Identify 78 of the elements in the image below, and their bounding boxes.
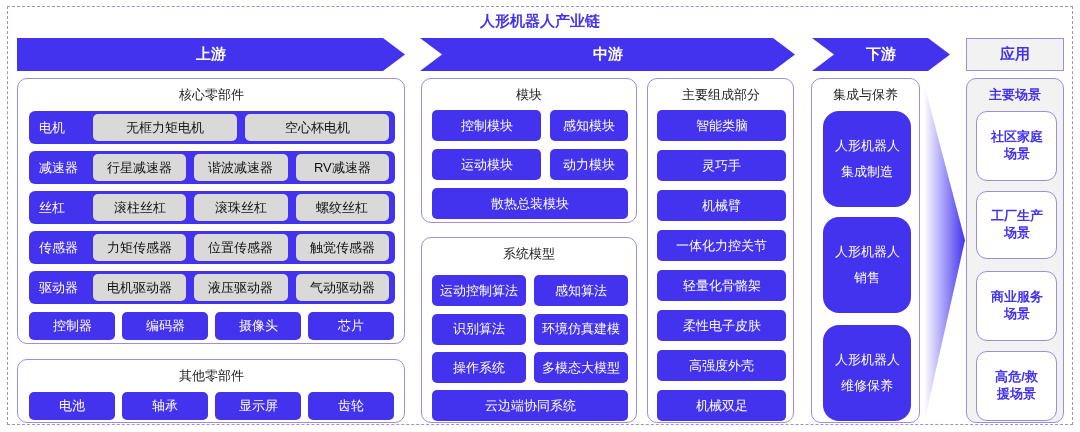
item-box: 一体化力控关节 (657, 230, 786, 261)
item-box: 编码器 (122, 312, 208, 340)
item-box: 灵巧手 (657, 150, 786, 181)
item-box: 摄像头 (215, 312, 301, 340)
item-box: 操作系统 (432, 352, 526, 383)
item-box: 位置传感器 (194, 234, 288, 261)
item-box: 动力模块 (550, 149, 628, 180)
item-box: 螺纹丝杠 (295, 194, 389, 221)
group-panel (647, 78, 794, 423)
item-box: 电机驱动器 (93, 274, 187, 301)
group-panel (421, 78, 637, 223)
item-box: 齿轮 (308, 392, 394, 420)
group-panel (17, 78, 405, 344)
item-box: 环境仿真建模 (534, 313, 628, 345)
row-label: 驱动器 (39, 279, 78, 297)
row-label: 减速器 (39, 159, 78, 177)
component-row (29, 151, 395, 184)
panel-heading: 主要场景 (988, 87, 1042, 104)
item-box: 空心杯电机 (245, 114, 389, 141)
item-box: 电池 (29, 392, 115, 420)
item-box: 感知模块 (550, 110, 628, 141)
item-box: 液压驱动器 (194, 274, 288, 301)
row-label: 丝杠 (39, 199, 65, 217)
item-box: 多模态大模型 (534, 352, 628, 383)
item-box: 滚柱丝杠 (93, 194, 187, 221)
item-box: 行星减速器 (93, 154, 187, 181)
scene-card: 工厂生产场景 (976, 191, 1057, 259)
item-box: 高强度外壳 (657, 350, 786, 381)
item-box: 轴承 (122, 392, 208, 420)
stage-banner: 应用 (966, 38, 1064, 71)
group-panel (811, 78, 920, 423)
item-box: 云边端协同系统 (432, 390, 628, 421)
item-box: 机械臂 (657, 190, 786, 221)
item-box: RV减速器 (295, 154, 389, 181)
panel-heading: 主要组成部分 (680, 87, 761, 104)
component-row (29, 231, 395, 264)
item-box: 运动控制算法 (432, 275, 526, 306)
panel-heading: 其他零部件 (177, 368, 245, 385)
component-row (29, 271, 395, 304)
stage-banner: 上游 (17, 38, 405, 71)
scene-card: 商业服务场景 (976, 271, 1057, 341)
stage-banner: 中游 (420, 38, 795, 71)
panel-heading: 系统模型 (502, 246, 556, 263)
item-box: 感知算法 (534, 275, 628, 306)
item-box: 散热总装模块 (432, 188, 628, 219)
component-row (29, 191, 395, 224)
component-row (29, 111, 395, 144)
item-box: 智能类脑 (657, 110, 786, 141)
panel-heading: 模块 (515, 87, 543, 104)
item-box: 人形机器人维修保养 (823, 325, 911, 421)
group-panel (966, 78, 1064, 423)
panel-heading: 集成与保养 (832, 87, 899, 104)
item-box: 触觉传感器 (295, 234, 389, 261)
item-box: 识别算法 (432, 313, 526, 345)
title: 人形机器人产业链 (479, 12, 601, 31)
stage-banner: 下游 (812, 38, 950, 71)
row-label: 电机 (39, 119, 65, 137)
group-panel (17, 359, 405, 423)
item-box: 轻量化骨骼架 (657, 270, 786, 301)
item-box: 控制模块 (432, 110, 541, 141)
group-panel (421, 237, 637, 423)
item-box: 谐波减速器 (194, 154, 288, 181)
item-box: 滚珠丝杠 (194, 194, 288, 221)
item-box: 无框力矩电机 (93, 114, 237, 141)
item-box: 显示屏 (215, 392, 301, 420)
item-box: 柔性电子皮肤 (657, 310, 786, 341)
item-box: 力矩传感器 (93, 234, 187, 261)
row-label: 传感器 (39, 239, 78, 257)
item-box: 机械双足 (657, 390, 786, 421)
item-box: 气动驱动器 (295, 274, 389, 301)
item-box: 人形机器人集成制造 (823, 111, 911, 207)
panel-heading: 核心零部件 (177, 87, 245, 104)
item-box: 运动模块 (432, 149, 541, 180)
scene-card: 高危/救援场景 (976, 351, 1057, 421)
item-box: 人形机器人销售 (823, 217, 911, 313)
item-box: 控制器 (29, 312, 115, 340)
item-box: 芯片 (308, 312, 394, 340)
scene-card: 社区家庭场景 (976, 111, 1057, 181)
